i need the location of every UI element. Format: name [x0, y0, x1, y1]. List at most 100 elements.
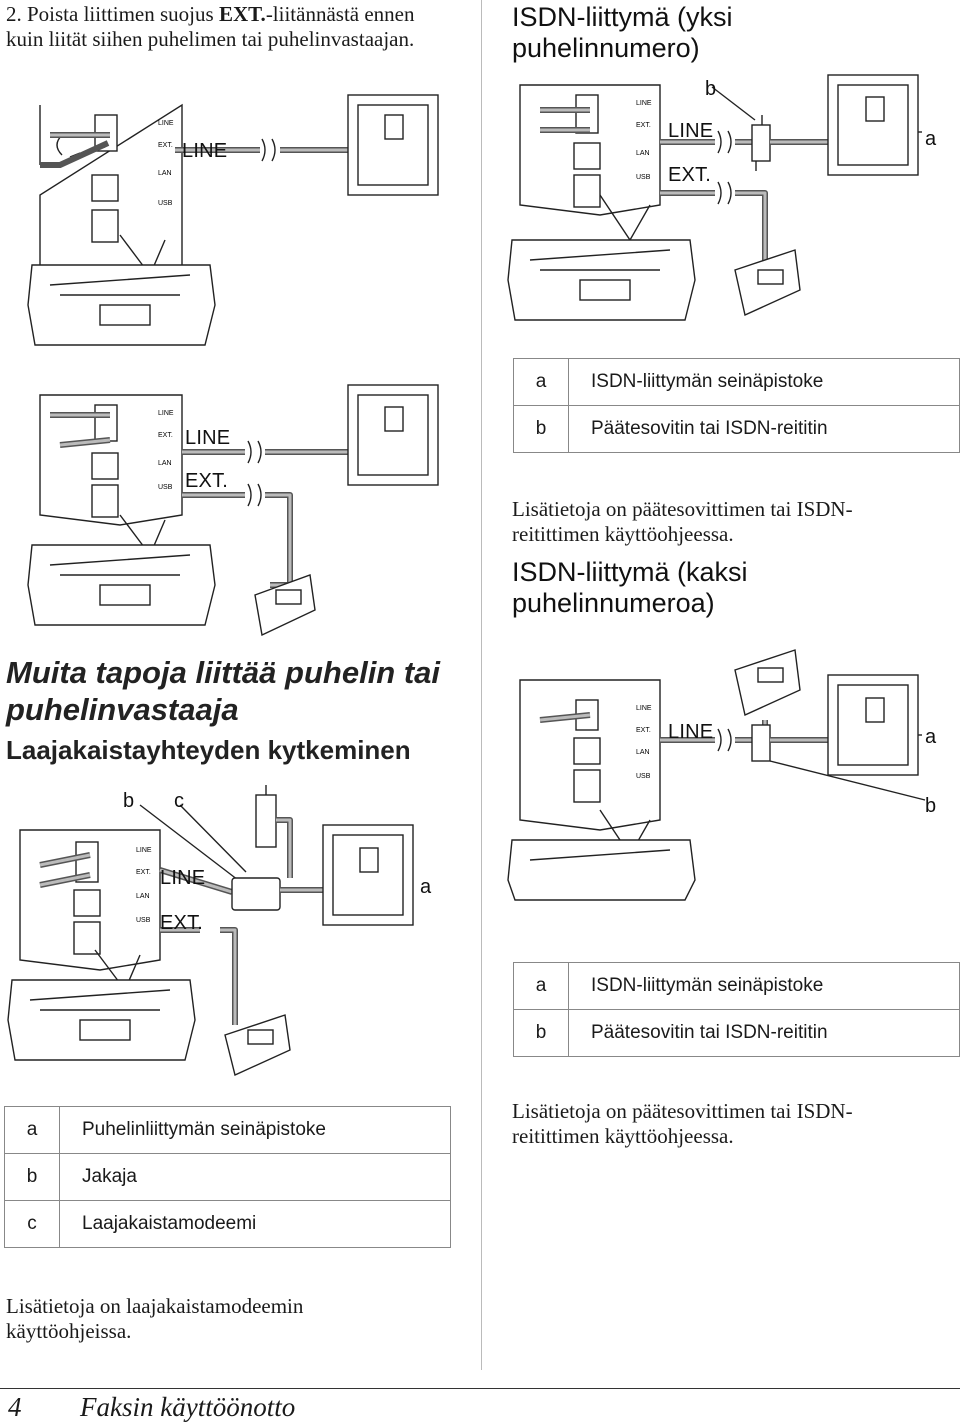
legend-row: a ISDN-liittymän seinäpistoke [513, 358, 960, 406]
terminal-adapter-isdn-two [751, 724, 771, 762]
isdn-two-title: ISDN-liittymä (kaksi puhelinnumeroa) [512, 557, 748, 618]
wall-socket-2 [827, 74, 919, 176]
svg-text:USB: USB [636, 174, 651, 181]
note-isdn-one: Lisätietoja on päätesovittimen tai ISDN-… [512, 497, 853, 546]
svg-text:EXT.: EXT. [158, 432, 173, 439]
label-line-isdn-two: LINE [668, 721, 714, 743]
legend-key: b [513, 1009, 569, 1057]
svg-text:LAN: LAN [158, 170, 172, 177]
legend-key: a [4, 1106, 60, 1154]
legend-row: c Laajakaistamodeemi [4, 1200, 451, 1248]
step-text: Poista liittimen suojus [27, 2, 219, 26]
footer-chapter: Faksin käyttöönotto [80, 1392, 296, 1422]
svg-text:LAN: LAN [158, 460, 172, 467]
legend-row: b Päätesovitin tai ISDN-reititin [513, 1009, 960, 1057]
step-ext-bold: EXT. [218, 2, 266, 26]
other-ways-heading: Muita tapoja liittää puhelin tai puhelin… [6, 655, 441, 727]
legend-key: b [513, 405, 569, 453]
legend-row: b Päätesovitin tai ISDN-reititin [513, 405, 960, 453]
legend-isdn-two: a ISDN-liittymän seinäpistoke b Päätesov… [513, 962, 960, 1057]
footer-page-number: 4 [8, 1392, 22, 1422]
footer-rule [0, 1388, 960, 1389]
legend-value: Laajakaistamodeemi [59, 1200, 451, 1248]
telephone-isdn-one [734, 249, 801, 316]
column-divider [481, 0, 482, 1370]
label-b-isdn-two: b [925, 795, 937, 817]
label-ext-3: EXT. [185, 470, 229, 492]
label-line-3: LINE [185, 427, 231, 449]
svg-text:LAN: LAN [636, 150, 650, 157]
printer-1 [27, 264, 216, 346]
broadband-subheading: Laajakaistayhteyden kytkeminen [6, 735, 411, 765]
label-ext-isdn-one: EXT. [668, 164, 712, 186]
printer-3 [27, 544, 216, 626]
label-line-isdn-one: LINE [668, 120, 714, 142]
device-closeup-panel-3: LINE EXT. LAN USB [39, 394, 183, 526]
device-closeup-panel-1: LINE EXT. LAN USB [39, 103, 183, 286]
legend-row: a Puhelinliittymän seinäpistoke [4, 1106, 451, 1154]
legend-value: ISDN-liittymän seinäpistoke [568, 358, 960, 406]
legend-value: Jakaja [59, 1153, 451, 1201]
legend-row: a ISDN-liittymän seinäpistoke [513, 962, 960, 1010]
label-a-isdn-two: a [925, 726, 937, 748]
legend-value: ISDN-liittymän seinäpistoke [568, 962, 960, 1010]
telephone-isdn-two [734, 649, 801, 716]
svg-text:EXT.: EXT. [636, 727, 651, 734]
legend-isdn-one: a ISDN-liittymän seinäpistoke b Päätesov… [513, 358, 960, 453]
legend-value: Päätesovitin tai ISDN-reititin [568, 405, 960, 453]
device-closeup-panel-5: LINE EXT. LAN USB [19, 829, 161, 971]
label-line-1: LINE [182, 140, 228, 162]
svg-text:USB: USB [136, 917, 151, 924]
svg-text:LINE: LINE [636, 100, 652, 107]
legend-key: b [4, 1153, 60, 1201]
svg-text:LINE: LINE [158, 410, 174, 417]
svg-text:USB: USB [158, 484, 173, 491]
legend-key: a [513, 962, 569, 1010]
diagram-remove-cover: LINE EXT. LAN USB [27, 94, 439, 346]
svg-text:LAN: LAN [636, 749, 650, 756]
printer-2 [507, 239, 696, 321]
legend-row: b Jakaja [4, 1153, 451, 1201]
diagram-isdn-two: LINE EXT. LAN USB [507, 649, 926, 901]
svg-text:EXT.: EXT. [636, 122, 651, 129]
telephone-line-ext [254, 574, 316, 637]
printer-4 [507, 839, 696, 901]
note-isdn-two: Lisätietoja on päätesovittimen tai ISDN-… [512, 1099, 853, 1148]
legend-key: a [513, 358, 569, 406]
device-closeup-panel-2: LINE EXT. LAN USB [519, 84, 661, 216]
splitter [231, 877, 281, 911]
label-a-broadband: a [420, 876, 432, 898]
svg-text:LINE: LINE [636, 705, 652, 712]
diagram-line-ext: LINE EXT. LAN USB [27, 384, 439, 637]
legend-broadband: a Puhelinliittymän seinäpistoke b Jakaja… [4, 1106, 451, 1248]
label-a-isdn-one: a [925, 128, 937, 150]
label-ext-broadband: EXT. [160, 912, 204, 934]
broadband-modem [255, 785, 277, 848]
label-b-broadband: b [123, 790, 135, 812]
wall-socket-3 [347, 384, 439, 486]
printer-5 [7, 979, 196, 1061]
svg-text:EXT.: EXT. [158, 142, 173, 149]
svg-text:EXT.: EXT. [136, 869, 151, 876]
svg-text:LINE: LINE [136, 847, 152, 854]
step-2-text: 2. Poista liittimen suojus EXT.-liitännä… [6, 2, 456, 52]
terminal-adapter-isdn-one [751, 115, 771, 171]
label-c-broadband: c [174, 790, 185, 812]
legend-value: Päätesovitin tai ISDN-reititin [568, 1009, 960, 1057]
svg-text:USB: USB [636, 773, 651, 780]
diagram-broadband: LINE EXT. LAN USB [7, 785, 414, 1076]
label-b-isdn-one: b [705, 78, 717, 100]
diagram-isdn-one: LINE EXT. LAN USB [507, 74, 922, 321]
svg-text:LAN: LAN [136, 893, 150, 900]
step-text-after: -liitännästä ennen kuin liität siihen pu… [6, 2, 415, 51]
device-closeup-panel-4: LINE EXT. LAN USB [519, 679, 661, 831]
isdn-one-title: ISDN-liittymä (yksi puhelinnumero) [512, 2, 733, 63]
wall-socket-4 [827, 674, 919, 776]
svg-text:USB: USB [158, 200, 173, 207]
note-broadband: Lisätietoja on laajakaistamodeemin käytt… [6, 1294, 304, 1343]
telephone-broadband [224, 1014, 291, 1076]
wall-socket-5 [322, 824, 414, 926]
svg-text:LINE: LINE [158, 120, 174, 127]
step-number: 2. [6, 2, 22, 26]
legend-key: c [4, 1200, 60, 1248]
